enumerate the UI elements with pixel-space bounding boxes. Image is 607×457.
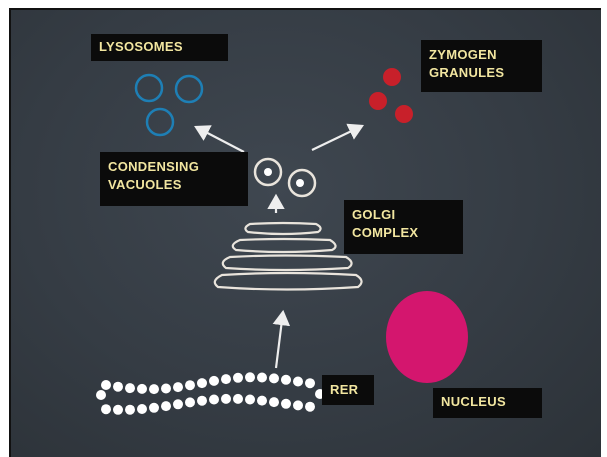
rer-bead	[221, 394, 231, 404]
lysosome	[136, 75, 162, 101]
zymogen-granule-group	[369, 68, 413, 123]
rer-bead	[137, 384, 147, 394]
arrow-rer-to-golgi	[276, 312, 283, 368]
vacuole-core	[296, 179, 304, 187]
rer-bead	[173, 399, 183, 409]
condensing-vacuole-group	[255, 159, 315, 196]
golgi-complex	[215, 223, 362, 290]
rer-strand	[96, 372, 325, 415]
golgi-cisterna	[215, 273, 362, 290]
rer-bead	[149, 403, 159, 413]
rer-bead	[101, 404, 111, 414]
rer-bead	[281, 375, 291, 385]
lysosome	[176, 76, 202, 102]
rer-bead	[305, 378, 315, 388]
nucleus	[386, 291, 468, 383]
rer-bead	[209, 376, 219, 386]
lysosome	[147, 109, 173, 135]
rer-bead	[173, 382, 183, 392]
rer-bead	[257, 373, 267, 383]
rer-bead	[137, 404, 147, 414]
rer-bead	[125, 405, 135, 415]
rer-bead	[113, 405, 123, 415]
rer-bead	[197, 378, 207, 388]
label-golgi-complex: GOLGI COMPLEX	[344, 200, 463, 254]
lysosome-group	[136, 75, 202, 135]
golgi-cisterna	[233, 239, 336, 252]
rer-bead	[293, 400, 303, 410]
rer-bead	[185, 397, 195, 407]
rer-bead	[293, 377, 303, 387]
label-rer: RER	[322, 375, 374, 405]
rer-bead	[221, 374, 231, 384]
zymogen-granule	[395, 105, 413, 123]
rer-bead	[269, 373, 279, 383]
rer-bead	[281, 399, 291, 409]
vacuole-core	[264, 168, 272, 176]
zymogen-granule	[369, 92, 387, 110]
rer-bead	[269, 397, 279, 407]
rer-bead	[233, 394, 243, 404]
label-condensing-vacuoles: CONDENSING VACUOLES	[100, 152, 248, 206]
arrow-to-zymogen-granules	[312, 126, 362, 150]
label-zymogen-granules: ZYMOGEN GRANULES	[421, 40, 542, 92]
rer-bead	[245, 372, 255, 382]
rer-bead	[96, 390, 106, 400]
rer-bead	[101, 380, 111, 390]
rer-bead	[305, 402, 315, 412]
rer-bead	[125, 383, 135, 393]
rer-bead	[161, 384, 171, 394]
rer-bead	[257, 396, 267, 406]
rer-bead	[197, 396, 207, 406]
golgi-cisterna	[223, 256, 352, 271]
rer-bead	[113, 382, 123, 392]
rer-bead	[245, 395, 255, 405]
rer-bead	[185, 380, 195, 390]
rer-bead	[161, 401, 171, 411]
label-nucleus: NUCLEUS	[433, 388, 542, 418]
rer-bead	[149, 384, 159, 394]
golgi-cisterna	[245, 223, 320, 234]
zymogen-granule	[383, 68, 401, 86]
arrow-to-lysosomes	[196, 127, 244, 152]
label-lysosomes: LYSOSOMES	[91, 34, 228, 61]
rer-bead	[209, 395, 219, 405]
rer-bead	[233, 373, 243, 383]
